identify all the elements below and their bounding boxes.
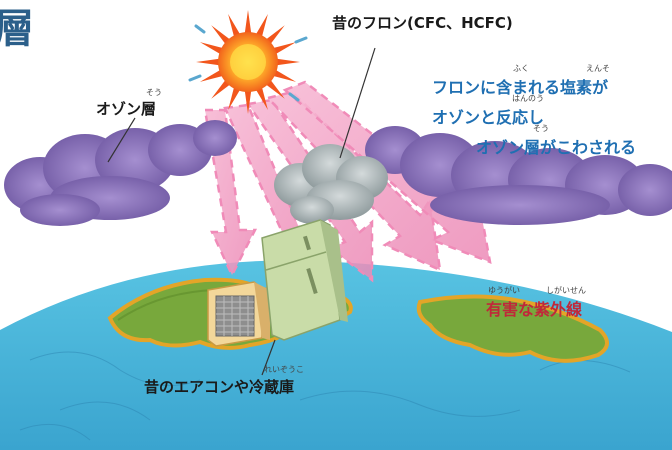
freon-cloud xyxy=(274,144,388,224)
old-freon-label: 昔のフロン(CFC、HCFC) xyxy=(332,14,513,32)
sun-ray xyxy=(244,10,252,35)
sun-ray xyxy=(255,13,268,38)
refrigerator xyxy=(261,219,348,341)
sun-ray xyxy=(228,86,241,111)
sun-ray xyxy=(272,69,297,82)
sun-ray xyxy=(244,89,252,114)
sun-ray xyxy=(228,13,241,38)
sun-ray xyxy=(275,58,300,66)
sun-ray xyxy=(272,42,297,55)
furigana-fuku: ふく xyxy=(513,64,529,73)
sun-ray xyxy=(211,25,231,45)
ozone-layer-label: オゾン層 xyxy=(96,100,157,118)
reaction-text-line2: オゾンと反応し xyxy=(432,108,545,127)
furigana-yuugai: ゆうがい xyxy=(488,286,520,295)
sun-ray xyxy=(265,79,285,99)
furigana-hannou: はんのう xyxy=(512,94,544,103)
furigana-enso: えんそ xyxy=(586,64,610,73)
sun-ray xyxy=(265,25,285,45)
ozone-layer-furigana: そう xyxy=(146,88,162,97)
earth xyxy=(0,260,672,450)
reaction-text-line3: オゾン層がこわされる xyxy=(476,138,637,157)
furigana-shigaisen: しがいせん xyxy=(546,286,586,295)
sun-ray xyxy=(196,58,221,66)
furigana-layer-sou: そう xyxy=(533,124,549,133)
sun xyxy=(196,10,300,114)
leader-lines xyxy=(107,47,376,376)
furigana-reizouko: れいぞうこ xyxy=(264,365,304,374)
air-conditioner xyxy=(207,281,270,347)
sparkle-marks xyxy=(188,24,308,102)
title-fragment: 層 xyxy=(0,6,34,52)
harmful-uv-label: 有害な紫外線 xyxy=(486,300,583,319)
sun-ray xyxy=(199,42,224,55)
continent-right xyxy=(416,294,609,363)
reaction-text-line1: フロンに含まれる塩素が xyxy=(432,78,609,97)
old-appliances-label: 昔のエアコンや冷蔵庫 xyxy=(144,378,295,396)
ozone-cloud-right xyxy=(365,126,672,225)
sun-ray xyxy=(255,86,268,111)
sun-ray xyxy=(211,79,231,99)
ozone-cloud-left xyxy=(4,120,237,226)
sun-ray xyxy=(199,69,224,82)
